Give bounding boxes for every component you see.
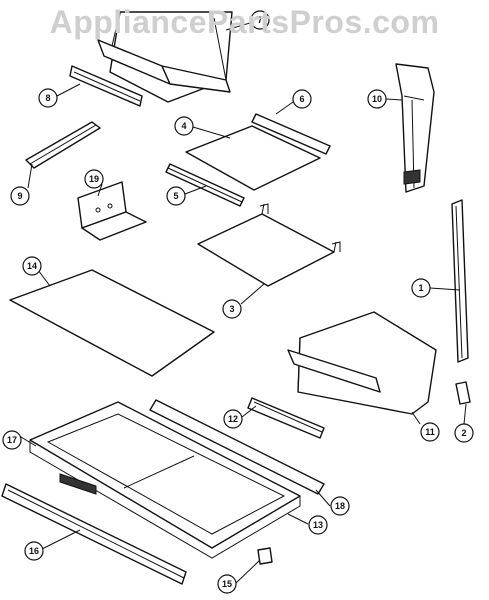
part-16-front-rail (1, 483, 187, 585)
callout-14: 14 (22, 256, 42, 276)
callout-18: 18 (330, 496, 350, 516)
svg-text:14: 14 (27, 261, 37, 271)
callout-6: 6 (292, 89, 312, 109)
callout-1: 1 (411, 278, 431, 298)
callout-17: 17 (2, 430, 22, 450)
svg-text:15: 15 (222, 579, 232, 589)
callout-7: 7 (250, 10, 270, 30)
svg-text:18: 18 (335, 501, 345, 511)
callout-11: 11 (420, 422, 440, 442)
svg-text:9: 9 (17, 191, 22, 201)
callout-13: 13 (308, 515, 328, 535)
part-11-crisper-drawer (287, 311, 437, 415)
svg-text:8: 8 (45, 93, 50, 103)
svg-text:19: 19 (89, 174, 99, 184)
svg-text:11: 11 (425, 427, 435, 437)
callout-4: 4 (174, 116, 194, 136)
part-13-cover-frame (29, 401, 301, 559)
part-8-drawer-slide (69, 65, 143, 107)
callout-9: 9 (10, 186, 30, 206)
part-10-side-bracket (395, 63, 435, 193)
part-2-clip (455, 381, 471, 405)
part-3-shelf-frame (197, 203, 341, 287)
svg-text:5: 5 (173, 191, 178, 201)
svg-text:12: 12 (228, 414, 238, 424)
svg-text:2: 2 (461, 428, 466, 438)
svg-text:1: 1 (418, 283, 423, 293)
svg-text:17: 17 (7, 435, 17, 445)
part-18-cover-trim (149, 399, 325, 495)
svg-text:4: 4 (181, 121, 186, 131)
part-9-rail (25, 121, 101, 169)
svg-text:10: 10 (372, 94, 382, 104)
part-6-shelf-trim (251, 113, 331, 155)
part-19-bracket (77, 181, 147, 241)
svg-text:3: 3 (229, 304, 234, 314)
part-12-crisper-slide (247, 397, 325, 439)
callout-8: 8 (38, 88, 58, 108)
callout-10: 10 (367, 89, 387, 109)
part-5-shelf-front (165, 163, 245, 207)
part-7-drawer (97, 11, 233, 103)
callout-15: 15 (217, 574, 237, 594)
callout-12: 12 (223, 409, 243, 429)
part-14-glass-panel (9, 269, 215, 377)
callout-3: 3 (222, 299, 242, 319)
callout-2: 2 (454, 423, 474, 443)
svg-text:7: 7 (257, 15, 262, 25)
callout-19: 19 (84, 169, 104, 189)
callout-16: 16 (24, 541, 44, 561)
svg-text:6: 6 (299, 94, 304, 104)
callout-5: 5 (166, 186, 186, 206)
svg-text:13: 13 (313, 520, 323, 530)
part-15-small-clip (257, 547, 273, 565)
part-1-vertical-track (451, 199, 469, 363)
part-4-glass-shelf (185, 125, 321, 191)
svg-text:16: 16 (29, 546, 39, 556)
